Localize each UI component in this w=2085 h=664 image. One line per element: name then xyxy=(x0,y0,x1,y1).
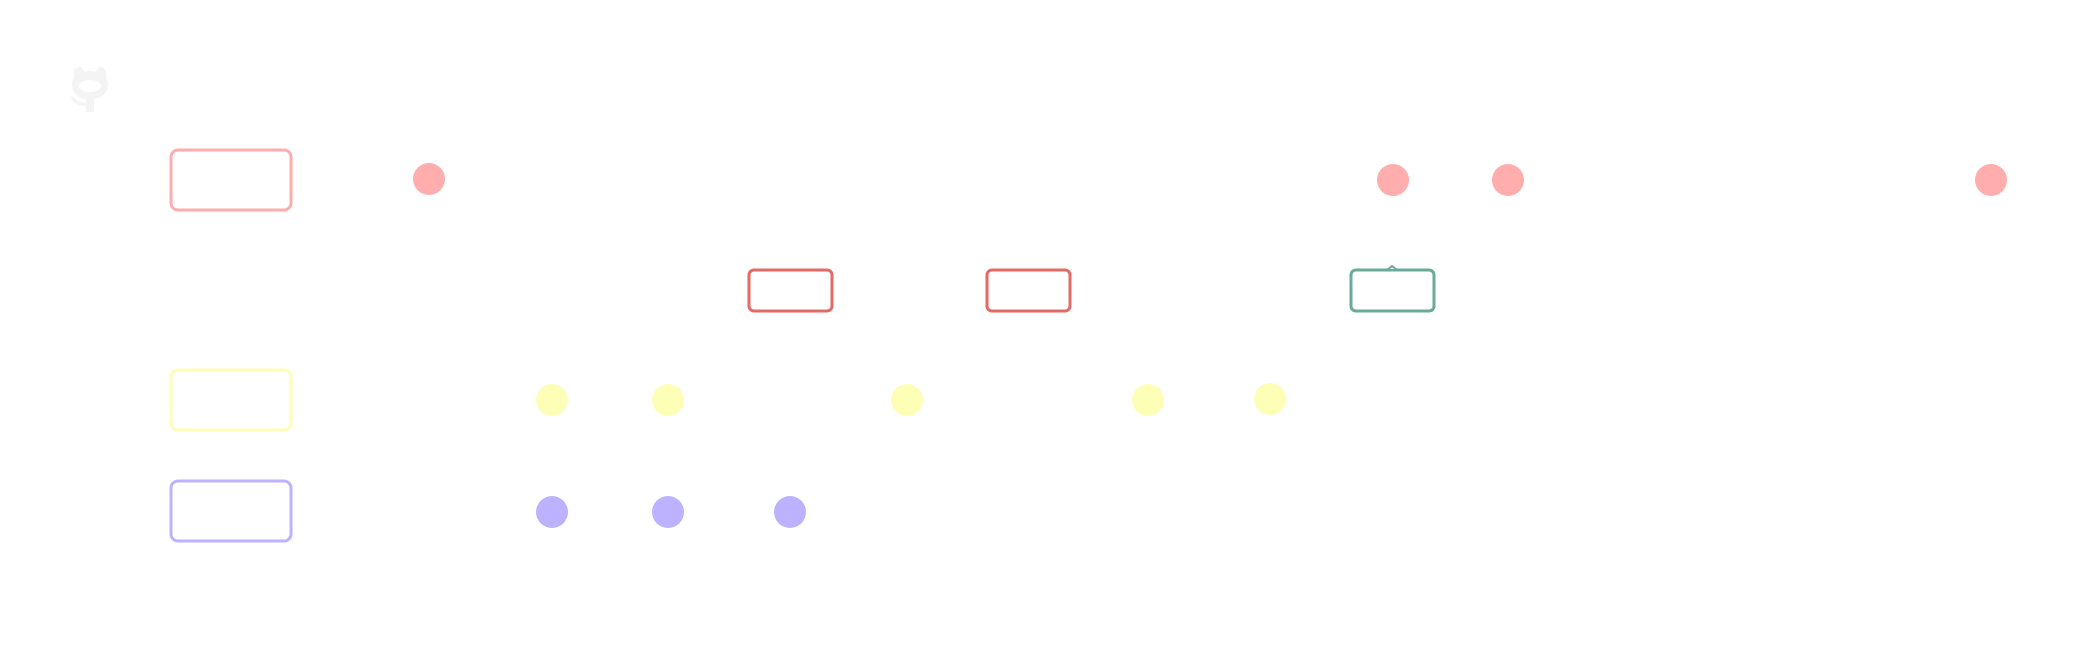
box-red-1 xyxy=(747,268,834,313)
dot-purple-1 xyxy=(536,496,568,528)
row-label-box-purple xyxy=(169,479,293,543)
dot-purple-3 xyxy=(774,496,806,528)
dot-yellow-1 xyxy=(536,384,568,416)
dot-yellow-3 xyxy=(891,384,923,416)
dot-yellow-4 xyxy=(1132,384,1164,416)
dot-purple-2 xyxy=(652,496,684,528)
box-teal xyxy=(1349,268,1436,313)
dot-pink-1 xyxy=(413,163,445,195)
dot-yellow-5 xyxy=(1254,383,1286,415)
dot-pink-3 xyxy=(1492,164,1524,196)
dot-yellow-2 xyxy=(652,384,684,416)
dot-pink-2 xyxy=(1377,164,1409,196)
box-teal-notch xyxy=(1384,264,1400,271)
row-label-box-yellow xyxy=(169,368,293,432)
github-icon xyxy=(70,66,108,112)
dot-pink-4 xyxy=(1975,164,2007,196)
box-red-2 xyxy=(985,268,1072,313)
row-label-box-pink xyxy=(169,148,293,212)
